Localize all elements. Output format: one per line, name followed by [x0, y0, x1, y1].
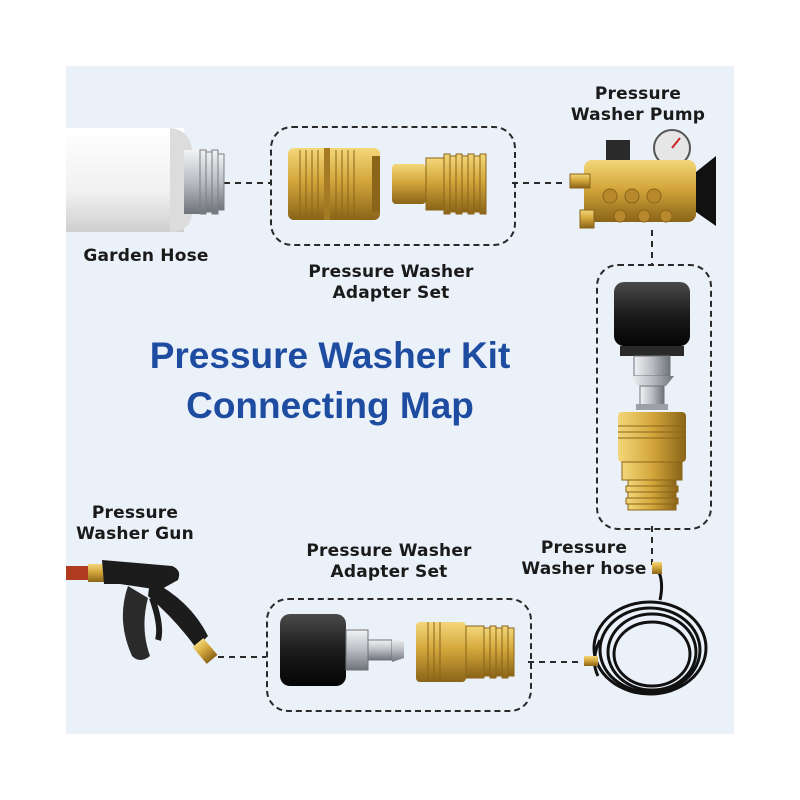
- connector-column-image: [614, 282, 690, 511]
- adapter-set-bottom-label-line1: Pressure Washer: [306, 541, 472, 561]
- adapter-set-top-label-line2: Adapter Set: [332, 283, 450, 303]
- pressure-washer-gun-image: [66, 560, 218, 664]
- adapter-set-top-group: [270, 126, 516, 246]
- pressure-washer-pump-image: [569, 129, 716, 229]
- garden-hose-label: Garden Hose: [83, 246, 209, 266]
- hose-label-line1: Pressure: [540, 538, 628, 558]
- garden-hose-image: [66, 128, 225, 232]
- connector-column-group: [596, 264, 712, 530]
- pump-label-line2: Washer Pump: [570, 105, 706, 125]
- hose-label-line2: Washer hose: [521, 559, 647, 579]
- diagram-title-line2: Connecting Map: [186, 385, 474, 426]
- adapter-set-bottom-group: [266, 598, 532, 712]
- pump-label-line1: Pressure: [594, 84, 682, 104]
- adapter-set-top-image: [288, 148, 487, 220]
- hose-fitting-top: [652, 562, 662, 574]
- diagram-title-line1: Pressure Washer Kit: [149, 335, 511, 376]
- gun-label-line1: Pressure: [91, 503, 179, 523]
- gun-label-line2: Washer Gun: [76, 524, 194, 544]
- adapter-set-top-label-line1: Pressure Washer: [308, 262, 474, 282]
- adapter-set-bottom-label-line2: Adapter Set: [330, 562, 448, 582]
- adapter-set-bottom-image: [280, 614, 515, 686]
- pressure-washer-hose-image: [592, 569, 708, 696]
- hose-fitting-left: [584, 656, 598, 666]
